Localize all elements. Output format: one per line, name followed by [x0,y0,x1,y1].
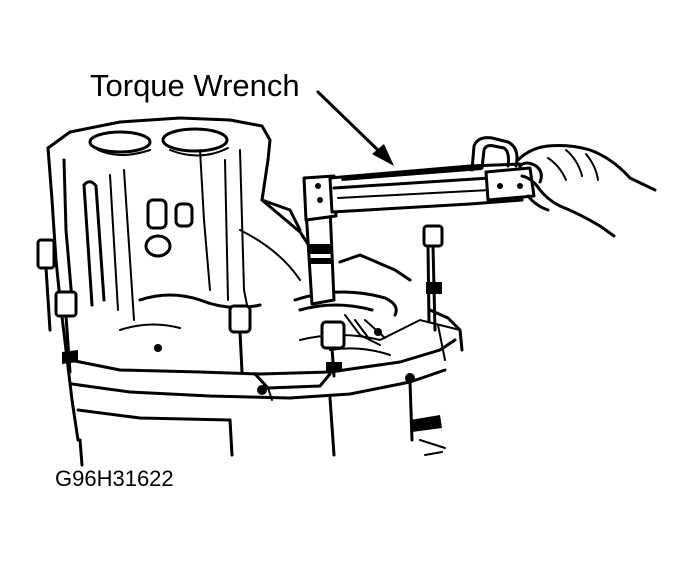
hand [516,144,657,238]
callout-leader [316,90,394,166]
figure-code: G96H31622 [55,466,174,491]
mounting-studs [36,224,444,378]
torque-wrench-label: Torque Wrench [90,68,300,103]
torque-wrench [302,136,536,306]
case-flange [68,290,464,467]
